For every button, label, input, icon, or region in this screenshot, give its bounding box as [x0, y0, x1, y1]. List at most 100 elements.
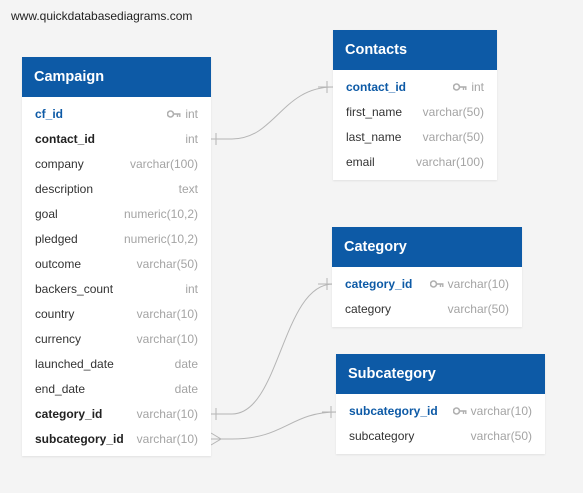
- field-row[interactable]: contact_id int: [333, 74, 497, 99]
- field-type-label: date: [174, 381, 198, 396]
- field-name: subcategory_id: [35, 431, 124, 446]
- field-row[interactable]: category varchar(50): [332, 296, 522, 321]
- field-type-label: varchar(100): [129, 156, 198, 171]
- field-name: goal: [35, 206, 58, 221]
- field-name: currency: [35, 331, 82, 346]
- field-type: varchar(50): [423, 105, 484, 119]
- field-name: category_id: [35, 406, 103, 421]
- field-type: int: [453, 80, 484, 94]
- key-icon: [452, 404, 467, 418]
- field-type-label: date: [174, 356, 198, 371]
- field-name: category: [345, 301, 392, 316]
- field-type: varchar(50): [137, 257, 198, 271]
- field-type: date: [175, 357, 198, 371]
- key-icon: [429, 277, 444, 291]
- key-icon: [453, 80, 467, 94]
- field-type: varchar(10): [137, 407, 198, 421]
- field-type-label: varchar(100): [415, 154, 484, 169]
- table-contacts[interactable]: Contacts contact_id int first_name varchar(5…: [333, 30, 497, 180]
- field-row[interactable]: category_id varchar(10): [332, 271, 522, 296]
- field-type: int: [185, 282, 198, 296]
- field-type-label: numeric(10,2): [123, 206, 198, 221]
- table-category[interactable]: Category category_id varchar(10) category va…: [332, 227, 522, 327]
- field-name: first_name: [346, 104, 403, 119]
- field-type-label: varchar(50): [470, 428, 532, 443]
- field-type: varchar(10): [137, 432, 198, 446]
- field-type: text: [179, 182, 198, 196]
- field-type-label: int: [185, 281, 198, 296]
- field-type: numeric(10,2): [124, 207, 198, 221]
- field-type-label: text: [178, 181, 198, 196]
- relation-subcategory: [210, 406, 338, 446]
- watermark: www.quickdatabasediagrams.com: [11, 9, 193, 23]
- field-row[interactable]: currency varchar(10): [22, 326, 211, 351]
- relation-category: [211, 278, 334, 420]
- field-type-label: varchar(10): [136, 431, 198, 446]
- field-type: varchar(50): [448, 302, 509, 316]
- field-type-label: varchar(50): [422, 129, 484, 144]
- field-row[interactable]: first_name varchar(50): [333, 99, 497, 124]
- field-type: date: [175, 382, 198, 396]
- field-name: company: [35, 156, 84, 171]
- field-type: varchar(10): [452, 403, 532, 418]
- field-type: int: [167, 107, 198, 121]
- field-name: launched_date: [35, 356, 114, 371]
- field-type: varchar(50): [423, 130, 484, 144]
- table-title-campaign[interactable]: Campaign: [22, 57, 211, 97]
- field-type: varchar(100): [130, 157, 198, 171]
- field-name: subcategory_id: [349, 403, 438, 418]
- field-type-label: int: [185, 131, 198, 146]
- field-row[interactable]: category_id varchar(10): [22, 401, 211, 426]
- field-row[interactable]: last_name varchar(50): [333, 124, 497, 149]
- field-row[interactable]: pledged numeric(10,2): [22, 226, 211, 251]
- field-type-label: varchar(50): [422, 104, 484, 119]
- table-title-subcategory[interactable]: Subcategory: [336, 354, 545, 394]
- field-name: contact_id: [35, 131, 96, 146]
- field-row[interactable]: cf_id int: [22, 101, 211, 126]
- field-name: category_id: [345, 276, 413, 291]
- table-title-category[interactable]: Category: [332, 227, 522, 267]
- field-row[interactable]: outcome varchar(50): [22, 251, 211, 276]
- relation-contact: [211, 81, 334, 145]
- field-type-label: int: [471, 79, 484, 94]
- field-name: email: [346, 154, 375, 169]
- table-title-contacts[interactable]: Contacts: [333, 30, 497, 70]
- field-name: contact_id: [346, 79, 407, 94]
- field-type: varchar(10): [137, 332, 198, 346]
- field-type: varchar(50): [471, 429, 532, 443]
- field-type-label: varchar(10): [447, 276, 509, 291]
- field-row[interactable]: email varchar(100): [333, 149, 497, 174]
- field-row[interactable]: launched_date date: [22, 351, 211, 376]
- field-name: outcome: [35, 256, 82, 271]
- field-name: end_date: [35, 381, 86, 396]
- field-type: numeric(10,2): [124, 232, 198, 246]
- field-row[interactable]: contact_id int: [22, 126, 211, 151]
- field-list: category_id varchar(10) category varchar(50…: [332, 267, 522, 321]
- field-row[interactable]: subcategory_id varchar(10): [336, 398, 545, 423]
- field-name: subcategory: [349, 428, 415, 443]
- field-name: pledged: [35, 231, 78, 246]
- field-type: varchar(10): [137, 307, 198, 321]
- field-type: varchar(10): [429, 276, 509, 291]
- field-name: last_name: [346, 129, 402, 144]
- field-list: subcategory_id varchar(10) subcategory varc…: [336, 394, 545, 448]
- field-type: int: [185, 132, 198, 146]
- field-row[interactable]: goal numeric(10,2): [22, 201, 211, 226]
- field-type-label: varchar(10): [136, 406, 198, 421]
- key-icon: [167, 107, 181, 121]
- field-row[interactable]: subcategory varchar(50): [336, 423, 545, 448]
- field-type-label: int: [185, 106, 198, 121]
- field-type-label: varchar(50): [447, 301, 509, 316]
- field-name: cf_id: [35, 106, 64, 121]
- field-row[interactable]: company varchar(100): [22, 151, 211, 176]
- field-row[interactable]: subcategory_id varchar(10): [22, 426, 211, 451]
- field-row[interactable]: end_date date: [22, 376, 211, 401]
- field-type-label: varchar(10): [470, 403, 532, 418]
